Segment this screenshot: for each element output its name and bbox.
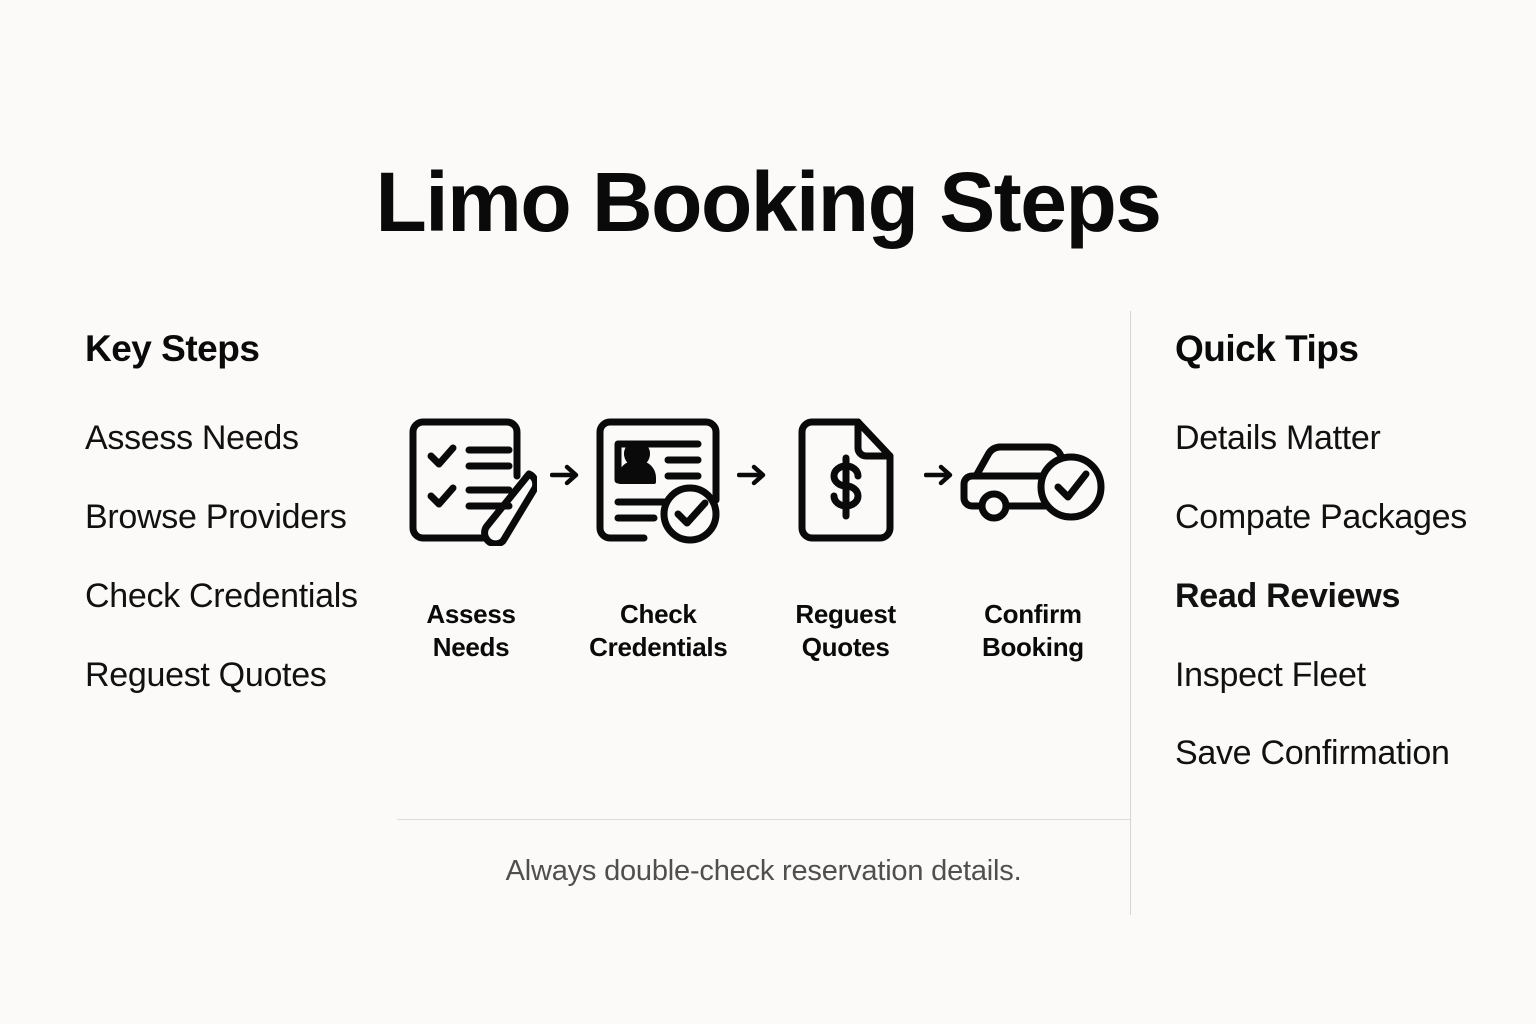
flow-step-label: Assess Needs [426, 598, 516, 665]
dollar-document-icon [786, 414, 906, 546]
list-item: Assess Needs [85, 418, 299, 457]
horizontal-divider [397, 819, 1130, 820]
list-item: Details Matter [1175, 418, 1381, 457]
key-steps-heading: Key Steps [85, 328, 260, 369]
flow-step-confirm-booking: Confirm Booking [959, 414, 1107, 665]
list-item: Read Reviews [1175, 576, 1401, 615]
flow-step-label: Confirm Booking [982, 598, 1084, 665]
key-steps-list: Assess Needs Browse Providers Check Cred… [85, 415, 405, 699]
list-item: Browse Providers [85, 497, 347, 536]
quick-tips-list: Details Matter Compate Packages Read Rev… [1175, 415, 1515, 778]
flow-arrow-2 [735, 462, 769, 488]
footnote-text: Always double-check reservation details. [505, 855, 1022, 887]
flow-step-label: Reguest Quotes [795, 598, 896, 665]
flow-step-request-quotes: Reguest Quotes [772, 414, 920, 665]
flow-step-label-line2: Quotes [801, 632, 890, 663]
flow-step-assess-needs: Assess Needs [397, 414, 545, 665]
quick-tips-column: Quick Tips Details Matter Compate Packag… [1175, 328, 1515, 809]
booking-steps-flow: Assess Needs [397, 414, 1107, 665]
list-item: Inspect Fleet [1175, 655, 1366, 694]
flow-step-label-line2: Needs [432, 632, 510, 663]
list-item: Compate Packages [1175, 497, 1467, 536]
flow-step-label-line1: Assess [426, 599, 516, 629]
flow-step-label-line2: Credentials [589, 632, 728, 663]
vertical-divider [1130, 311, 1131, 915]
flow-step-label-line1: Reguest [795, 599, 896, 629]
quick-tips-heading: Quick Tips [1175, 328, 1359, 369]
flow-step-label-line1: Check [620, 599, 697, 629]
id-card-verified-icon [592, 414, 724, 546]
page-title: Limo Booking Steps [375, 155, 1162, 250]
flow-step-label-line1: Confirm [984, 599, 1082, 629]
flow-arrow-3 [922, 462, 956, 488]
flow-step-label-line2: Booking [981, 632, 1084, 663]
flow-step-check-credentials: Check Credentials [584, 414, 732, 665]
flow-arrow-1 [548, 462, 582, 488]
car-verified-icon [958, 414, 1108, 546]
list-item: Check Credentials [85, 576, 358, 615]
list-item: Save Confirmation [1175, 734, 1450, 773]
list-item: Reguest Quotes [85, 655, 327, 694]
checklist-pencil-icon [405, 414, 537, 546]
key-steps-column: Key Steps Assess Needs Browse Providers … [85, 328, 405, 730]
flow-step-label: Check Credentials [589, 598, 728, 665]
